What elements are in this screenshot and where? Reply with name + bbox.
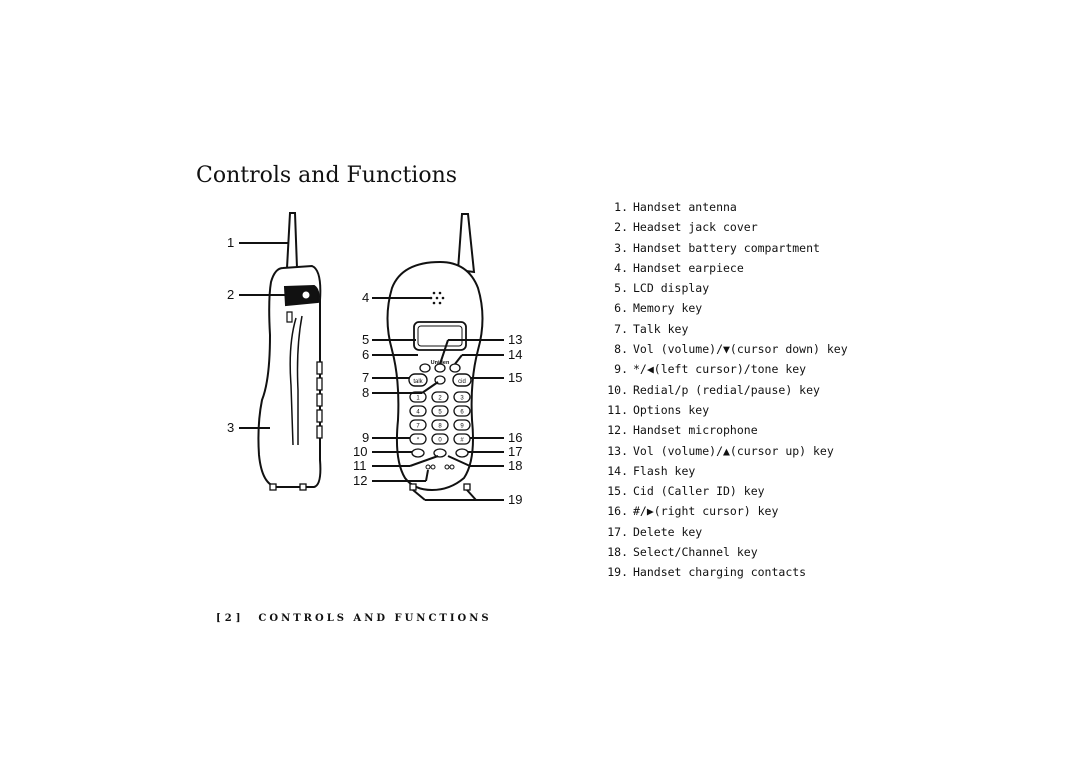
item-number: 16. — [607, 504, 628, 519]
callout-number: 13 — [508, 332, 522, 347]
callout-number: 11 — [353, 458, 367, 473]
list-item: 3. Handset battery compartment — [600, 240, 848, 260]
list-item: 8. Vol (volume)/▼(cursor down) key — [600, 341, 848, 361]
item-number: 6. — [614, 301, 628, 316]
item-number: 4. — [614, 260, 628, 275]
list-item: 17. Delete key — [600, 524, 848, 544]
item-number: 19. — [607, 565, 628, 580]
digit-key-label: 6 — [460, 410, 464, 416]
digit-key-label: 4 — [416, 410, 420, 416]
list-item: 9. */◀(left cursor)/tone key — [600, 361, 848, 381]
item-text: Talk key — [633, 321, 689, 336]
controls-list: 1. Handset antenna 2. Headset jack cover 3… — [600, 199, 848, 585]
item-text: Delete key — [633, 524, 703, 539]
item-number: 10. — [607, 382, 628, 397]
list-item: 18. Select/Channel key — [600, 544, 848, 564]
list-item: 4. Handset earpiece — [600, 260, 848, 280]
cid-key-label: cid — [458, 379, 466, 385]
list-item: 5. LCD display — [600, 280, 848, 300]
digit-key-label: # — [460, 438, 464, 444]
digit-key-label: 1 — [416, 396, 420, 402]
item-number: 17. — [607, 524, 628, 539]
item-text: Handset battery compartment — [633, 240, 820, 255]
page-number: [2] — [216, 613, 245, 624]
list-item: 15. Cid (Caller ID) key — [600, 483, 848, 503]
item-number: 11. — [607, 402, 628, 417]
item-number: 14. — [607, 463, 628, 478]
callout-number: 16 — [508, 430, 522, 445]
item-number: 13. — [607, 443, 628, 458]
item-number: 2. — [614, 220, 628, 235]
page-title: Controls and Functions — [196, 162, 458, 188]
list-item: 12. Handset microphone — [600, 422, 848, 442]
item-text: Vol (volume)/▼(cursor down) key — [633, 342, 848, 357]
item-text: Cid (Caller ID) key — [633, 484, 765, 499]
item-text: Handset charging contacts — [633, 565, 807, 580]
item-number: 8. — [614, 342, 628, 357]
item-number: 12. — [607, 423, 628, 438]
callout-number: 12 — [353, 473, 367, 488]
digit-key-label: 2 — [438, 396, 442, 402]
list-item: 2. Headset jack cover — [600, 219, 848, 239]
list-item: 7. Talk key — [600, 321, 848, 341]
digit-key-label: 9 — [460, 424, 464, 430]
callout-number: 6 — [362, 347, 369, 362]
item-text: Handset earpiece — [633, 260, 744, 275]
callout-number: 8 — [362, 385, 369, 400]
list-item: 13. Vol (volume)/▲(cursor up) key — [600, 443, 848, 463]
item-text: Vol (volume)/▲(cursor up) key — [633, 443, 834, 458]
talk-key-label: talk — [413, 379, 423, 385]
handset-side-view — [257, 212, 323, 491]
item-number: 15. — [607, 484, 628, 499]
item-text: Memory key — [633, 301, 703, 316]
digit-key-label: 3 — [460, 396, 464, 402]
item-text: LCD display — [633, 281, 710, 296]
list-item: 19. Handset charging contacts — [600, 564, 848, 584]
handset-front-view: Uniden talk cid 1 2 3 4 5 — [386, 213, 484, 492]
callout-number: 1 — [227, 235, 234, 250]
callout-number: 10 — [353, 444, 367, 459]
digit-key-label: * — [417, 438, 420, 444]
callout-number: 4 — [362, 290, 369, 305]
callout-number: 15 — [508, 370, 522, 385]
list-item: 10. Redial/p (redial/pause) key — [600, 382, 848, 402]
page-footer: [2] CONTROLS AND FUNCTIONS — [216, 613, 492, 624]
item-text: Options key — [633, 402, 710, 417]
callout-number: 5 — [362, 332, 369, 347]
item-number: 18. — [607, 545, 628, 560]
callout-number: 14 — [508, 347, 522, 362]
handset-illustration: Uniden talk cid 1 2 3 4 5 — [227, 212, 522, 507]
section-title: CONTROLS AND FUNCTIONS — [258, 613, 492, 624]
digit-key-label: 5 — [438, 410, 442, 416]
handset-diagram: Uniden talk cid 1 2 3 4 5 — [220, 205, 530, 525]
item-text: Flash key — [633, 463, 696, 478]
list-item: 6. Memory key — [600, 300, 848, 320]
callout-number: 9 — [362, 430, 369, 445]
item-number: 5. — [614, 281, 628, 296]
callout-number: 17 — [508, 444, 522, 459]
item-text: Select/Channel key — [633, 545, 758, 560]
list-item: 16. #/▶(right cursor) key — [600, 503, 848, 523]
callout-number: 3 — [227, 420, 234, 435]
item-number: 7. — [614, 321, 628, 336]
list-item: 11. Options key — [600, 402, 848, 422]
list-item: 1. Handset antenna — [600, 199, 848, 219]
item-text: Handset antenna — [633, 200, 737, 214]
item-text: Redial/p (redial/pause) key — [633, 382, 820, 397]
item-text: */◀(left cursor)/tone key — [633, 362, 807, 377]
digit-key-label: 8 — [438, 424, 442, 430]
digit-key-label: 0 — [438, 438, 442, 444]
item-text: #/▶(right cursor) key — [633, 504, 779, 519]
callout-number: 7 — [362, 370, 369, 385]
item-text: Headset jack cover — [633, 220, 758, 235]
item-number: 3. — [614, 240, 628, 255]
callout-number: 2 — [227, 287, 234, 302]
callout-number: 18 — [508, 458, 522, 473]
item-number: 9. — [614, 362, 628, 377]
item-text: Handset microphone — [633, 423, 758, 438]
item-number: 1. — [614, 200, 628, 214]
list-item: 14. Flash key — [600, 463, 848, 483]
digit-key-label: 7 — [416, 424, 420, 430]
callout-number: 19 — [508, 492, 522, 507]
